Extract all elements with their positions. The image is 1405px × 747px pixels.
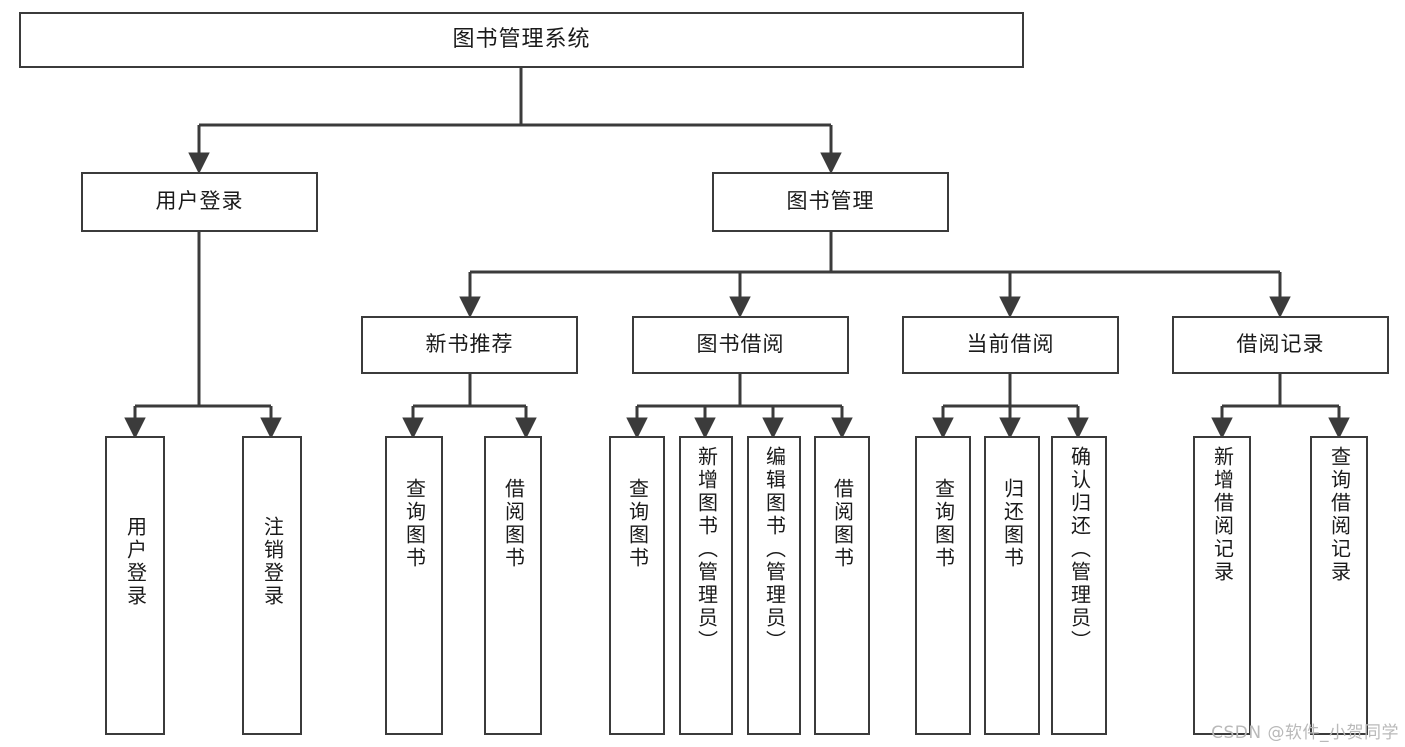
leaf-label: 确认归还（管理员） (1067, 446, 1092, 653)
leaf-record-add-record[interactable]: 新增借阅记录 (1193, 436, 1251, 735)
leaf-record-query-record[interactable]: 查询借阅记录 (1310, 436, 1368, 735)
leaf-borrow-query-book[interactable]: 查询图书 (609, 436, 665, 735)
node-root[interactable]: 图书管理系统 (19, 12, 1024, 68)
leaf-recommend-borrow-book[interactable]: 借阅图书 (484, 436, 542, 735)
leaf-label: 归还图书 (1000, 478, 1025, 570)
leaf-label: 新增图书（管理员） (694, 446, 719, 653)
leaf-user-login-logout[interactable]: 注销登录 (242, 436, 302, 735)
leaf-label: 查询图书 (402, 478, 427, 570)
leaf-current-return-book[interactable]: 归还图书 (984, 436, 1040, 735)
leaf-label: 编辑图书（管理员） (762, 446, 787, 653)
node-book-management[interactable]: 图书管理 (712, 172, 949, 232)
node-current-borrow[interactable]: 当前借阅 (902, 316, 1119, 374)
leaf-label: 查询图书 (625, 478, 650, 570)
leaf-label: 借阅图书 (830, 478, 855, 570)
leaf-borrow-edit-book-admin[interactable]: 编辑图书（管理员） (747, 436, 801, 735)
leaf-label: 用户登录 (123, 516, 148, 608)
leaf-borrow-add-book-admin[interactable]: 新增图书（管理员） (679, 436, 733, 735)
leaf-label: 借阅图书 (501, 478, 526, 570)
node-user-login[interactable]: 用户登录 (81, 172, 318, 232)
node-borrow-record[interactable]: 借阅记录 (1172, 316, 1389, 374)
node-new-book-recommend[interactable]: 新书推荐 (361, 316, 578, 374)
node-book-borrow[interactable]: 图书借阅 (632, 316, 849, 374)
leaf-borrow-borrow-book[interactable]: 借阅图书 (814, 436, 870, 735)
leaf-current-confirm-return-admin[interactable]: 确认归还（管理员） (1051, 436, 1107, 735)
leaf-label: 新增借阅记录 (1210, 446, 1235, 584)
leaf-recommend-query-book[interactable]: 查询图书 (385, 436, 443, 735)
leaf-label: 注销登录 (260, 516, 285, 608)
csdn-watermark: CSDN @软件_小贺同学 (1211, 723, 1399, 743)
leaf-user-login-login[interactable]: 用户登录 (105, 436, 165, 735)
leaf-label: 查询借阅记录 (1327, 446, 1352, 584)
leaf-label: 查询图书 (931, 478, 956, 570)
leaf-current-query-book[interactable]: 查询图书 (915, 436, 971, 735)
